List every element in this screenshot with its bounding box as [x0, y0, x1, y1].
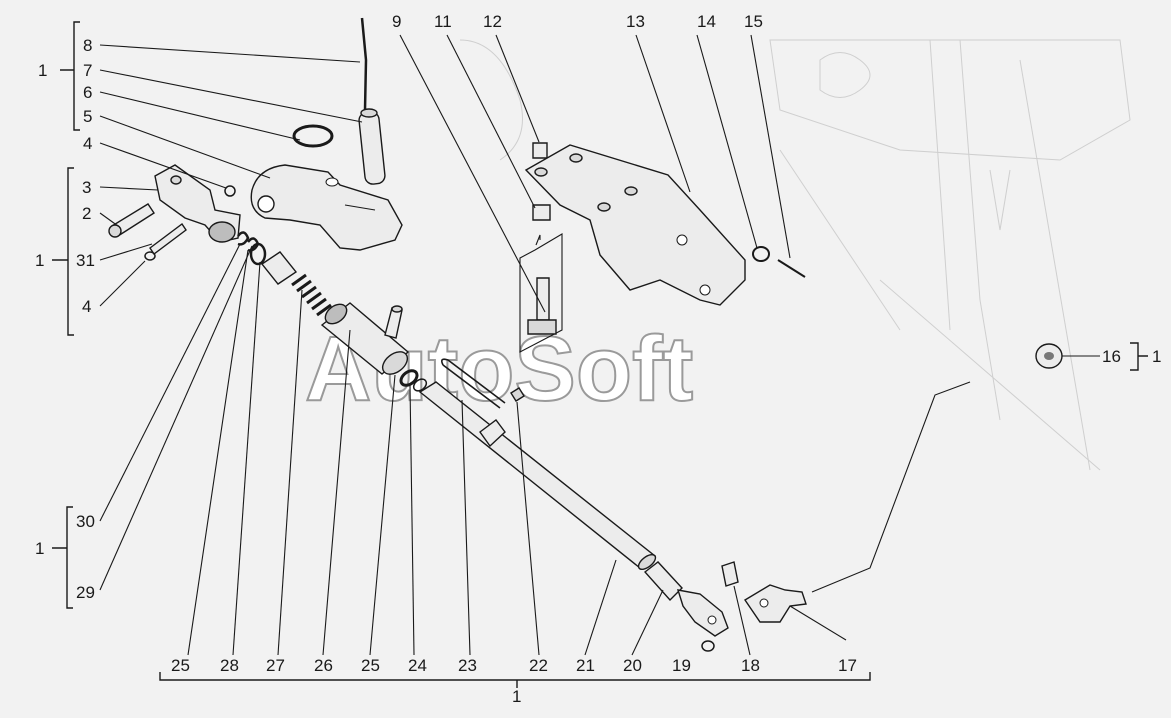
parts [108, 17, 1063, 652]
callout-23: 23 [458, 656, 477, 675]
part-5-lever-body [250, 164, 403, 251]
part-2-pin [108, 203, 155, 238]
part-13-bracket [524, 144, 746, 306]
part-30-circlip [237, 231, 250, 246]
part-17-eye-bolt [744, 584, 807, 623]
part-31-pin [149, 222, 187, 256]
part-3-fork-block [154, 164, 241, 243]
part-25b-ring [412, 378, 428, 392]
callout-15: 15 [744, 12, 763, 31]
part-11-bush [532, 204, 551, 221]
part-28-ring [249, 242, 267, 266]
callout-7: 7 [83, 61, 92, 80]
callout-16: 16 [1102, 347, 1121, 366]
callout-2: 2 [82, 204, 91, 223]
callout-25a: 25 [171, 656, 190, 675]
callout-5: 5 [83, 107, 92, 126]
part-4-washer [144, 251, 156, 261]
callout-4: 4 [83, 134, 92, 153]
callout-20: 20 [623, 656, 642, 675]
callout-8: 8 [83, 36, 92, 55]
assembly-label-bot: 1 [35, 539, 44, 558]
part-23-split-pin [441, 358, 506, 409]
part-9-bolt [519, 233, 563, 353]
assembly-brackets [52, 21, 1148, 688]
part-19-ring [701, 640, 715, 652]
callout-12: 12 [483, 12, 502, 31]
assembly-label-bottom: 1 [512, 687, 521, 706]
background-machinery [459, 39, 1131, 471]
part-8-wire [360, 17, 368, 111]
leader-lines [99, 34, 1100, 656]
part-22-key [510, 387, 525, 402]
part-15-split-pin [777, 259, 806, 278]
part-25-bushing [260, 251, 298, 285]
part-20-clevis [643, 561, 729, 637]
part-12-bush [532, 142, 548, 159]
callout-30: 30 [76, 512, 95, 531]
part-6-ring [292, 124, 334, 148]
callout-9: 9 [392, 12, 401, 31]
assembly-label-right: 1 [1152, 347, 1161, 366]
part-24-ring [399, 369, 419, 387]
part-26-sleeve [320, 302, 410, 375]
callout-19: 19 [672, 656, 691, 675]
callout-6: 6 [83, 83, 92, 102]
part-21-rod [418, 381, 657, 571]
callout-31: 31 [76, 251, 95, 270]
callout-21: 21 [576, 656, 595, 675]
callout-28: 28 [220, 656, 239, 675]
callout-24: 24 [408, 656, 427, 675]
callout-27: 27 [266, 656, 285, 675]
callout-25b: 25 [361, 656, 380, 675]
callout-29: 29 [76, 583, 95, 602]
part-7-spring-pin [358, 108, 386, 185]
callout-17: 17 [838, 656, 857, 675]
assembly-label-top: 1 [38, 61, 47, 80]
part-27-spring [291, 273, 332, 317]
callout-26: 26 [314, 656, 333, 675]
callout-22: 22 [529, 656, 548, 675]
watermark-text: AutoSoft [305, 318, 693, 420]
assembly-label-mid: 1 [35, 251, 44, 270]
callout-14: 14 [697, 12, 716, 31]
callout-18: 18 [741, 656, 760, 675]
callout-numbers: 1 8 7 6 5 4 3 2 1 31 4 1 30 29 25 28 27 … [35, 12, 1161, 706]
part-16-nut [1035, 343, 1063, 369]
part-14-washer [752, 246, 770, 262]
part-4-small-ring [224, 185, 236, 197]
callout-3: 3 [82, 178, 91, 197]
callout-11: 11 [434, 12, 452, 31]
callout-13: 13 [626, 12, 645, 31]
callout-4b: 4 [82, 297, 91, 316]
part-18-pin [721, 561, 739, 587]
